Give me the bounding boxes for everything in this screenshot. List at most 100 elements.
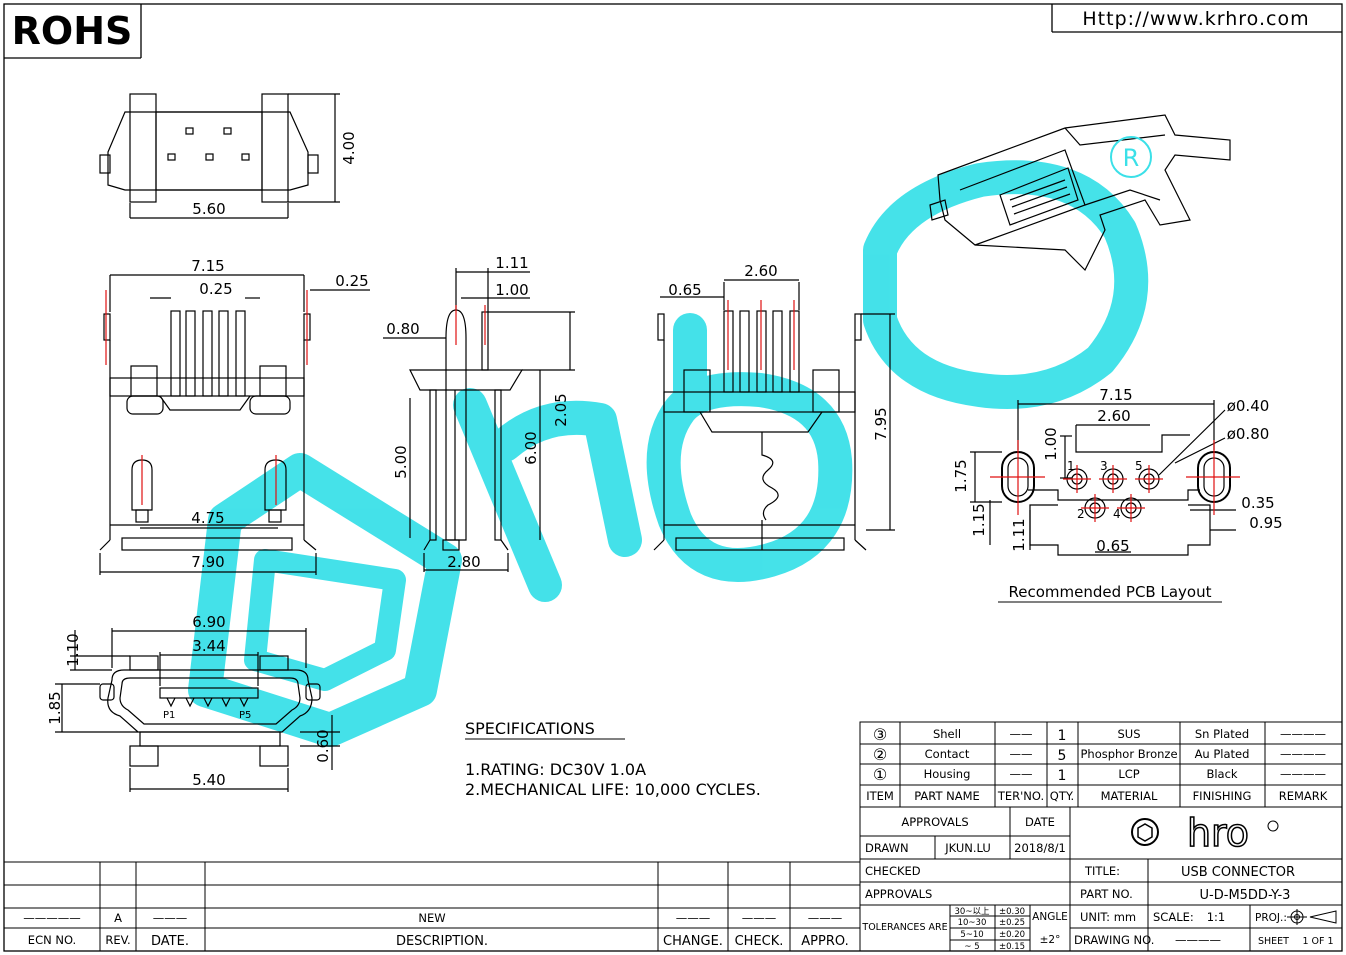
tb-tol-range-4: ~ 5 [964,942,979,952]
bom-qty-housing: 1 [1058,768,1067,784]
bom-header-row: ITEM PART NAME TER'NO. QTY. MATERIAL FIN… [866,789,1328,803]
pcb-pin-1: 1 [1067,459,1075,473]
bom-qty-shell: 1 [1058,728,1067,744]
tb-scale-label: SCALE: [1153,910,1194,924]
tb-tol-value-2: ±0.25 [999,918,1025,928]
bom-header-ter: TER'NO. [997,789,1044,803]
tb-drawing-no-value: ———— [1175,933,1221,947]
bottom-width-dim: 6.90 [192,613,225,631]
bom-material-contact: Phosphor Bronze [1080,747,1177,761]
isometric-registered-mark: R [1123,144,1140,172]
side-dim-e: 5.00 [392,445,410,478]
tb-approvals-header: APPROVALS [901,815,968,829]
pcb-h2-dim: 0.95 [1249,514,1282,532]
bom-material-housing: LCP [1118,767,1139,781]
bom-item-2: ② [873,745,887,764]
tb-scale-value: 1:1 [1207,910,1226,924]
rev-description-value: NEW [418,911,445,925]
tb-angle-label: ANGLE [1032,911,1068,923]
front-view-drawing [99,274,370,575]
tb-approvals-label: APPROVALS [865,887,932,901]
tb-sheet-label: SHEET [1258,936,1289,947]
bom-header-qty: QTY. [1050,789,1074,803]
side-view-centerlines [455,305,486,345]
tb-tol-value-3: ±0.20 [999,930,1025,940]
front-inner-width-dim: 4.75 [191,509,224,527]
front-view-centerlines [105,290,308,505]
tb-tol-value-4: ±0.15 [999,942,1025,952]
bottom-view-drawing [55,628,340,792]
pcb-pin-4: 4 [1113,507,1121,521]
bom-material-shell: SUS [1117,727,1140,741]
bom-ter-housing: —— [1010,767,1033,781]
rear-height-dim: 7.95 [872,407,890,440]
pcb-v1-dim: 1.75 [952,459,970,492]
pcb-v2-dim: 1.00 [1042,427,1060,460]
bom-ter-shell: —— [1010,727,1033,741]
rev-date-label: DATE. [151,934,189,949]
pcb-v4-dim: 1.11 [1010,518,1028,551]
hro-watermark-logo [188,160,1149,747]
rear-pitch-dim: 2.60 [744,262,777,280]
bom-item-1: ① [873,765,887,784]
tb-sheet-value: 1 OF 1 [1302,936,1333,947]
tb-checked-label: CHECKED [865,864,921,878]
tb-part-no-value: U-D-M5DD-Y-3 [1200,888,1291,903]
tb-date-header: DATE [1025,815,1055,829]
pcb-v3-dim: 1.15 [970,503,988,536]
bom-row-housing: ① Housing —— 1 LCP Black ———— [873,765,1326,784]
rear-view-drawing [653,279,895,551]
tb-drawing-no-label: DRAWING NO. [1074,933,1154,947]
bom-remark-housing: ———— [1280,767,1326,781]
rev-check-label: CHECK. [735,934,784,949]
bom-row-contact: ② Contact —— 5 Phosphor Bronze Au Plated… [873,745,1326,764]
registered-mark-icon [1267,820,1279,832]
side-dim-b: 1.00 [495,281,528,299]
bom-qty-contact: 5 [1058,748,1067,764]
tb-title-value: USB CONNECTOR [1181,865,1295,880]
tb-drawn-by: JKUN.LU [944,841,991,855]
tb-tol-range-2: 10~30 [958,918,987,928]
bottom-h3-dim: 0.60 [314,729,332,762]
isometric-view-drawing [929,114,1231,272]
pcb-h3-dim: 0.65 [1096,537,1129,555]
bom-header-finishing: FINISHING [1193,789,1252,803]
tb-angle-value: ±2° [1040,934,1061,946]
rev-appro-value: ——— [808,911,843,925]
bom-finish-housing: Black [1206,767,1237,781]
side-dim-d: 2.05 [552,393,570,426]
tb-tol-range-3: 5~10 [960,930,983,940]
tb-drawn-label: DRAWN [865,841,909,855]
rev-ecn-value: ————— [23,911,81,925]
rev-change-value: ——— [676,911,711,925]
bom-finish-contact: Au Plated [1195,747,1250,761]
pcb-pin-5: 5 [1135,459,1143,473]
website-url: Http://www.krhro.com [1082,8,1309,30]
tb-proj-label: PROJ.: [1255,912,1287,924]
specifications-title: SPECIFICATIONS [465,719,595,738]
rev-date-value: ——— [153,911,188,925]
projection-symbol-icon [1287,909,1337,925]
pcb-centerlines [990,440,1240,522]
rev-rev-label: REV. [105,933,130,947]
bom-part-shell: Shell [933,727,961,741]
tb-unit-label: UNIT: mm [1080,910,1136,924]
side-view-drawing [383,268,575,572]
spec-rating-line: 1.RATING: DC30V 1.0A [465,760,646,779]
bom-remark-shell: ———— [1280,727,1326,741]
bom-row-shell: ③ Shell —— 1 SUS Sn Plated ———— [873,725,1326,744]
rev-check-value: ——— [742,911,777,925]
bottom-h2-dim: 1.85 [46,691,64,724]
bottom-h1-dim: 1.10 [64,633,82,666]
rohs-label: ROHS [12,9,133,53]
front-overall-width-dim: 7.90 [191,553,224,571]
pcb-pin-3: 3 [1100,459,1108,473]
bom-header-part: PART NAME [914,789,980,803]
bom-header-material: MATERIAL [1101,789,1158,803]
bom-ter-contact: —— [1010,747,1033,761]
hro-logo-icon [1131,818,1159,846]
bom-part-housing: Housing [924,767,971,781]
rev-change-label: CHANGE. [663,934,723,949]
top-view-width-dim: 5.60 [192,200,225,218]
